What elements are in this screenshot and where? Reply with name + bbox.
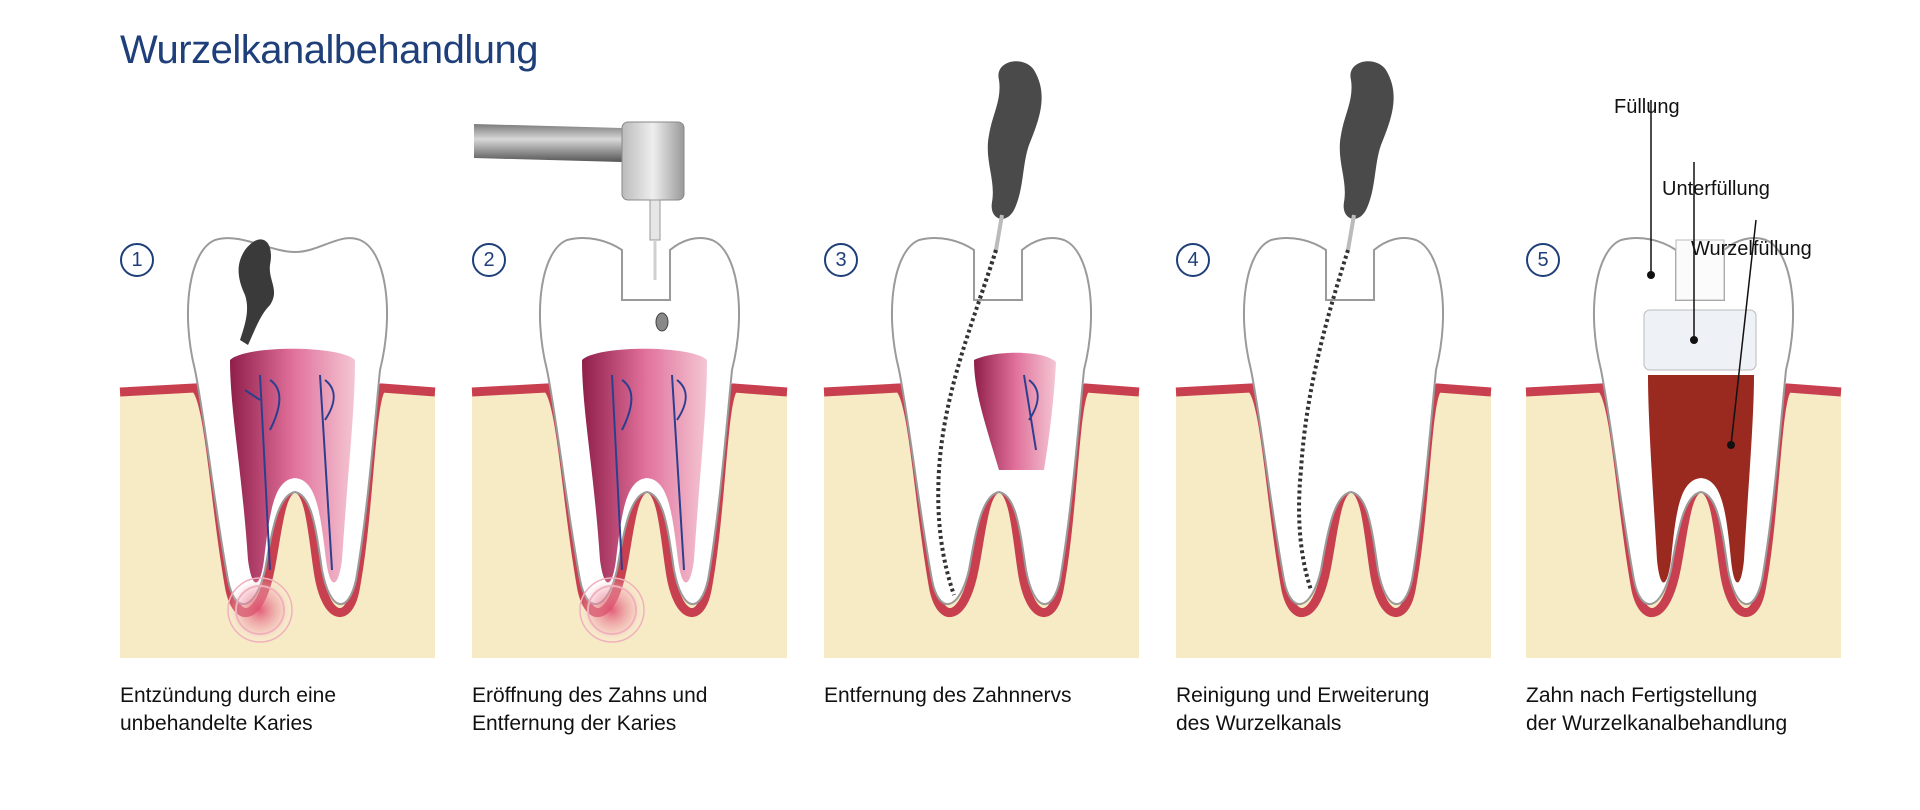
step-number-badge: 2	[472, 243, 506, 277]
tooth-illustration-nerve-removal	[823, 61, 1140, 658]
step-5-panel: 5 Füllung Unterfüllung Wurzelfüllung Zah…	[1525, 90, 1842, 790]
base-filling	[1643, 309, 1757, 371]
step-number-badge: 1	[120, 243, 154, 277]
step-4-panel: 4 Reinigung und Erweiterung des Wurzelka…	[1175, 61, 1492, 790]
dental-drill-icon	[474, 121, 685, 280]
step-caption: Eröffnung des Zahns und Entfernung der K…	[472, 684, 708, 735]
step-number-badge: 4	[1176, 243, 1210, 277]
caries	[238, 239, 275, 345]
step-caption: Entfernung des Zahnnervs	[824, 684, 1072, 707]
tooth-illustration-canal-cleaning	[1175, 61, 1492, 658]
label-unterfuellung: Unterfüllung	[1662, 178, 1770, 200]
tooth-illustration-inflamed	[119, 237, 436, 658]
step-1-panel: 1 Entzündung durch eine unbehandelte Kar…	[119, 90, 436, 790]
step-number-badge: 5	[1526, 243, 1560, 277]
tooth-illustration-finished	[1525, 100, 1842, 658]
page-title: Wurzelkanalbehandlung	[120, 28, 538, 72]
step-2-panel: 2 Eröffnung des Zahns und Entfernung der…	[471, 90, 788, 790]
tooth-illustration-drilling	[471, 121, 788, 658]
step-caption: Reinigung und Erweiterung des Wurzelkana…	[1176, 684, 1430, 735]
label-wurzelfuellung: Wurzelfüllung	[1691, 238, 1812, 260]
root-filling	[1648, 375, 1754, 583]
file-instrument-icon	[1339, 61, 1394, 251]
step-caption: Entzündung durch eine unbehandelte Karie…	[120, 684, 336, 735]
step-3-panel: 3 Entfernung des Zahnnervs	[823, 61, 1140, 790]
label-fuellung: Füllung	[1614, 96, 1680, 118]
step-number-badge: 3	[824, 243, 858, 277]
step-caption: Zahn nach Fertigstellung der Wurzelkanal…	[1526, 684, 1788, 735]
